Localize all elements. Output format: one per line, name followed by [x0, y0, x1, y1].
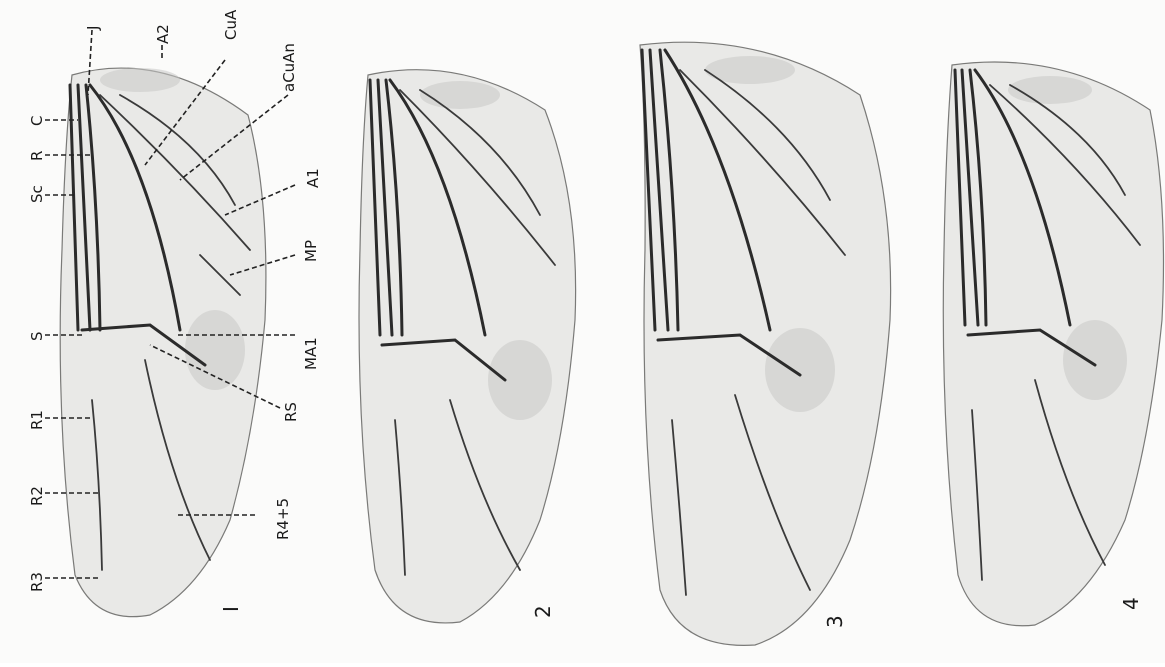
wing-1-shade-mid [185, 310, 245, 390]
figure-number-1: I [219, 606, 243, 612]
label-ma1: MA1 [302, 337, 320, 370]
label-s: S [28, 331, 46, 341]
wing-4-shade-mid [1063, 320, 1127, 400]
label-rs: RS [282, 402, 300, 422]
wing-3: 3 [640, 42, 891, 645]
label-r: R [28, 151, 46, 161]
wing-4-shade-base [1008, 76, 1092, 104]
figure-number-3: 3 [823, 615, 847, 628]
wing-3-shade-mid [765, 328, 835, 412]
label-c: C [28, 116, 46, 126]
wing-2-shade-base [420, 81, 500, 109]
label-r45: R4+5 [274, 498, 292, 540]
wing-4: 4 [943, 62, 1163, 626]
label-cua: CuA [222, 9, 240, 40]
wing-3-outline [640, 42, 891, 645]
figure-number-4: 4 [1119, 597, 1143, 610]
wing-1-shade-base [100, 68, 180, 92]
wing-2-shade-mid [488, 340, 552, 420]
label-mp: MP [302, 240, 320, 262]
wing-2: 2 [359, 70, 576, 623]
label-a2: A2 [154, 24, 172, 44]
figure-number-2: 2 [531, 605, 555, 618]
wing-2-outline [359, 70, 576, 623]
label-sc: Sc [28, 185, 46, 203]
wing-1: J A2 CuA aCuAn C R Sc A1 MP S MA1 RS R1 … [28, 9, 322, 617]
label-r3: R3 [28, 572, 46, 592]
label-a1: A1 [304, 168, 322, 188]
label-r2: R2 [28, 486, 46, 506]
label-r1: R1 [28, 410, 46, 430]
label-acuan: aCuAn [280, 43, 298, 92]
label-j: J [84, 26, 102, 31]
